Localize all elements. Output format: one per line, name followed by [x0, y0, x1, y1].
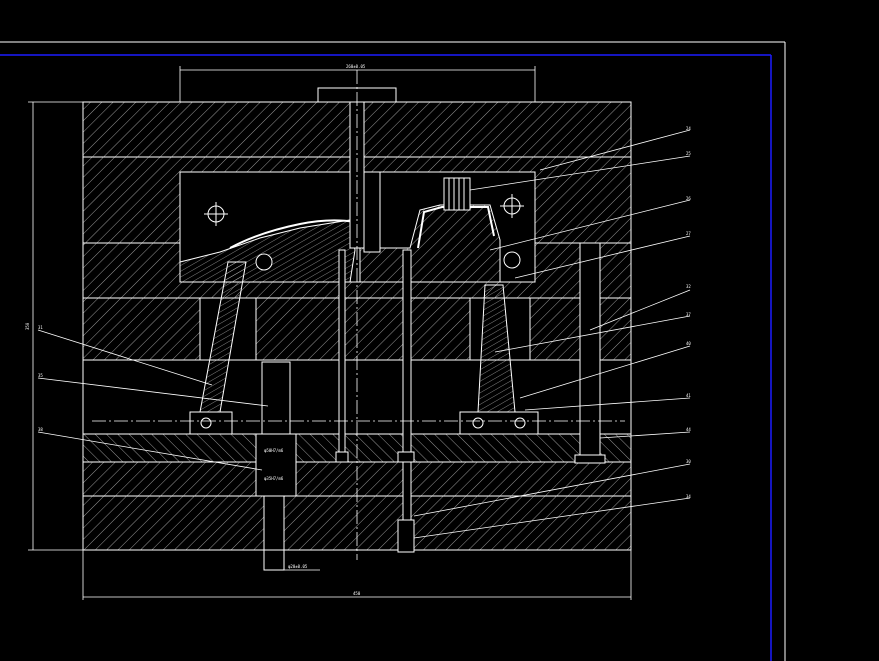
callout-24: 24: [686, 126, 691, 131]
pin-foot-blocks: [189, 411, 539, 435]
callout-37: 37: [686, 312, 691, 317]
callout-30: 30: [686, 459, 691, 464]
callout-31: 31: [38, 325, 43, 330]
leader-lines: [37, 129, 691, 539]
dim-bottom-small: φ20±0.05: [288, 564, 308, 569]
ejector-pins: [335, 249, 415, 553]
callout-32: 32: [686, 284, 691, 289]
bolt-holes: [204, 194, 524, 271]
callout-40: 40: [686, 341, 691, 346]
dimension-lines: [28, 66, 632, 600]
top-screw: [363, 171, 471, 253]
callout-44: 44: [686, 427, 691, 432]
angle-pins: [199, 261, 516, 413]
dim-bore-lower: φ35H7/m6: [264, 476, 284, 481]
support-pillar: [255, 361, 297, 571]
callout-26: 26: [686, 196, 691, 201]
dim-overall-height: 350: [25, 322, 30, 330]
callout-34: 34: [686, 494, 691, 499]
callout-38: 38: [38, 427, 43, 432]
callout-35: 35: [38, 373, 43, 378]
guide-pin-right: [574, 242, 606, 464]
dim-overall-width: 450: [353, 591, 361, 596]
dim-bore-upper: φ50H7/m6: [264, 448, 284, 453]
callout-25: 25: [686, 151, 691, 156]
drawing-frame: [0, 41, 786, 661]
dim-top-width: 260±0.05: [346, 64, 366, 69]
callout-27: 27: [686, 231, 691, 236]
callout-41: 41: [686, 393, 691, 398]
molded-part: [229, 206, 495, 249]
center-lines: [92, 70, 625, 560]
